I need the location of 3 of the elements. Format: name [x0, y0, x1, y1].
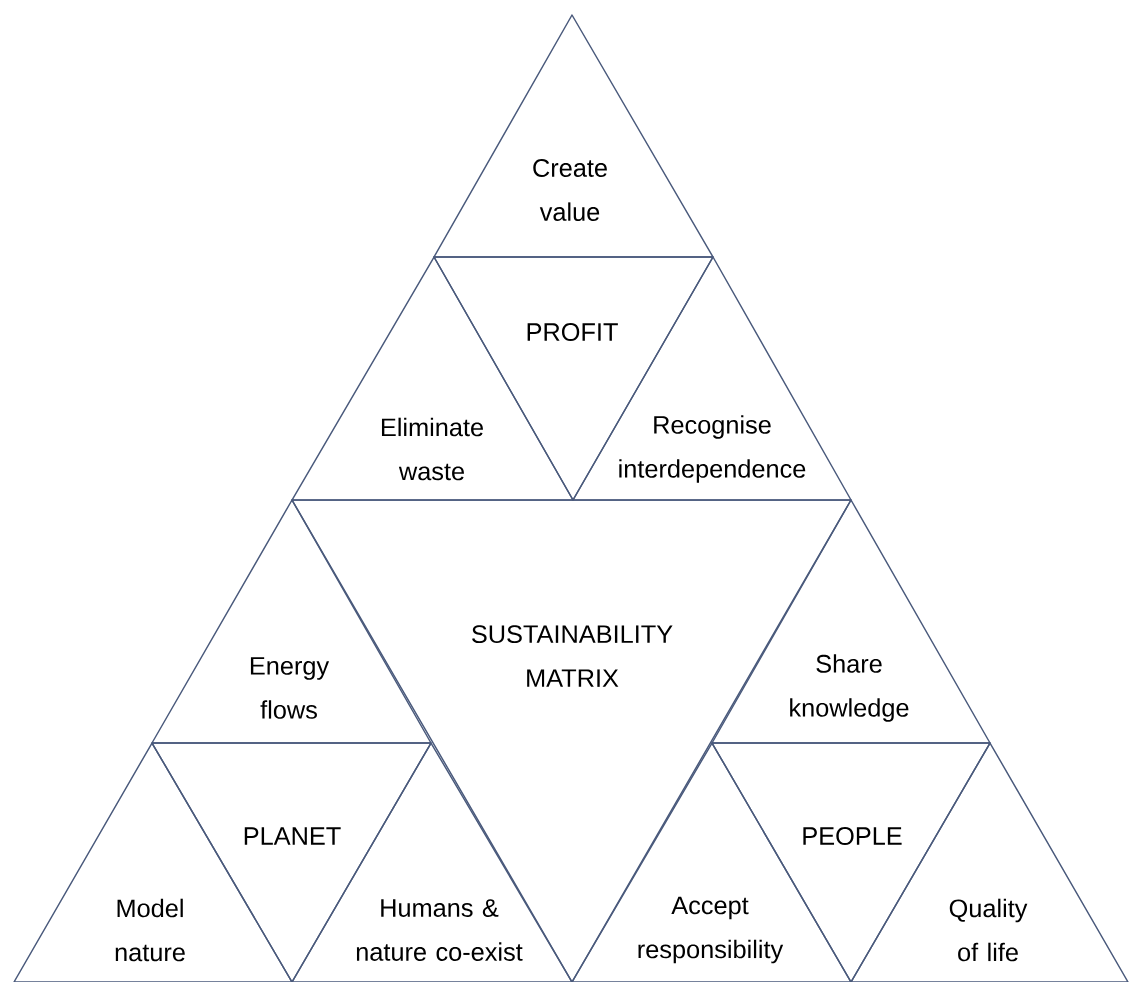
- triangle-section: Energy flows: [151, 499, 432, 744]
- triangle-section: Create value: [433, 14, 714, 258]
- triangle-section: Share knowledge: [711, 499, 991, 744]
